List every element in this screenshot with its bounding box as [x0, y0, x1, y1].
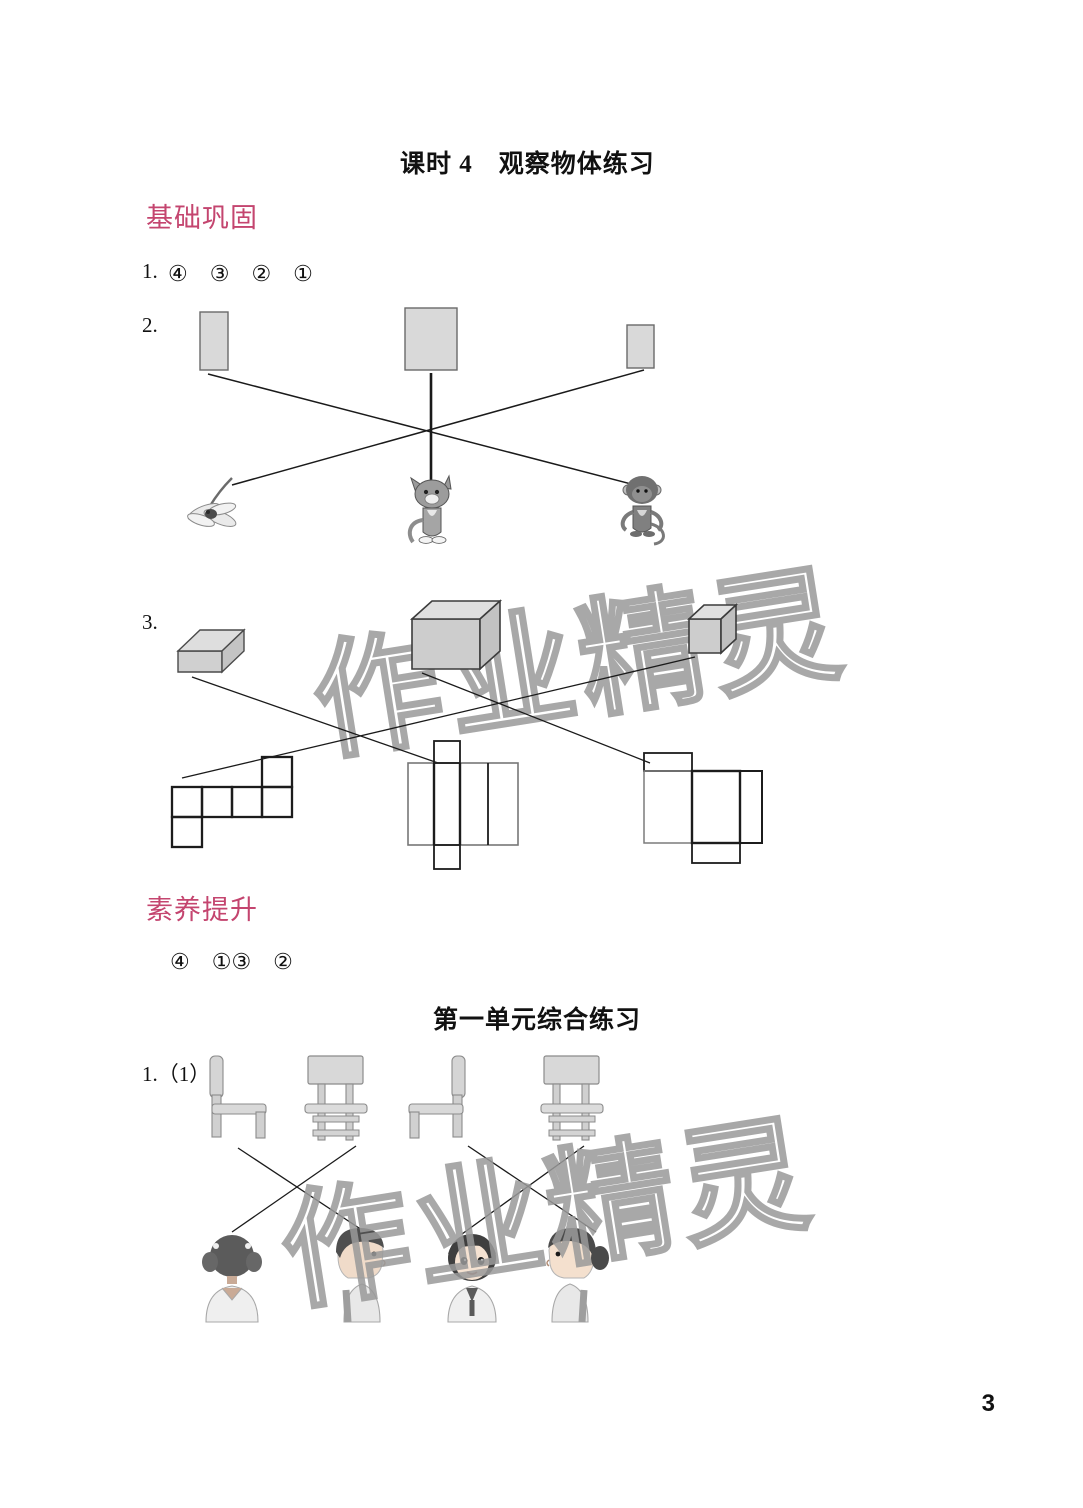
section-heading-basic: 基础巩固	[146, 203, 258, 233]
long-rectangular-prism-icon	[176, 628, 246, 674]
match-line-1	[207, 373, 640, 487]
question-2-number: 2.	[142, 313, 158, 337]
match-line-3	[181, 656, 696, 779]
question-3-figure	[150, 585, 790, 870]
unit-exercise-title: 第一单元综合练习	[433, 1007, 642, 1034]
match-line-3	[467, 1145, 597, 1233]
match-line-2	[421, 672, 651, 764]
unit-question-1-number: 1.（1）	[142, 1062, 211, 1086]
girl-profile-left-icon	[546, 1228, 609, 1323]
advanced-answer: ④ ①③ ②	[170, 949, 293, 974]
monkey-icon	[620, 476, 665, 546]
match-line-1	[237, 1147, 363, 1231]
box-net-icon	[643, 752, 763, 864]
tall-prism-net-icon	[407, 740, 519, 870]
unit-question-1-figure	[196, 1050, 636, 1330]
chair-front-icon	[304, 1055, 368, 1141]
section-heading-advanced: 素养提升	[146, 895, 258, 925]
chair-side-left-icon	[408, 1055, 466, 1139]
chair-back-icon	[540, 1055, 604, 1141]
match-line-3	[231, 369, 645, 486]
match-line-4	[461, 1145, 585, 1235]
rectangular-box-icon	[409, 599, 503, 671]
match-line-2	[231, 1145, 357, 1233]
cube-net-icon	[170, 755, 294, 849]
chair-side-right-icon	[209, 1055, 267, 1139]
boy-profile-right-icon	[336, 1228, 386, 1323]
girl-back-view-icon	[202, 1235, 262, 1323]
page-title: 课时 4 观察物体练习	[400, 151, 655, 178]
page-number: 3	[981, 1390, 995, 1417]
rectangle-large	[404, 307, 458, 371]
dragonfly-icon	[187, 477, 237, 527]
small-cube-icon	[686, 603, 739, 655]
question-2-figure	[150, 300, 710, 550]
rectangle-small	[626, 324, 655, 369]
question-1-answer: ④ ③ ② ①	[168, 261, 313, 286]
question-1-number: 1.	[142, 259, 158, 283]
rectangle-tall-narrow	[199, 311, 229, 371]
girl-front-view-icon	[447, 1234, 497, 1323]
question-3-number: 3.	[142, 610, 158, 634]
cat-icon	[407, 474, 452, 544]
match-line-1	[191, 676, 439, 764]
